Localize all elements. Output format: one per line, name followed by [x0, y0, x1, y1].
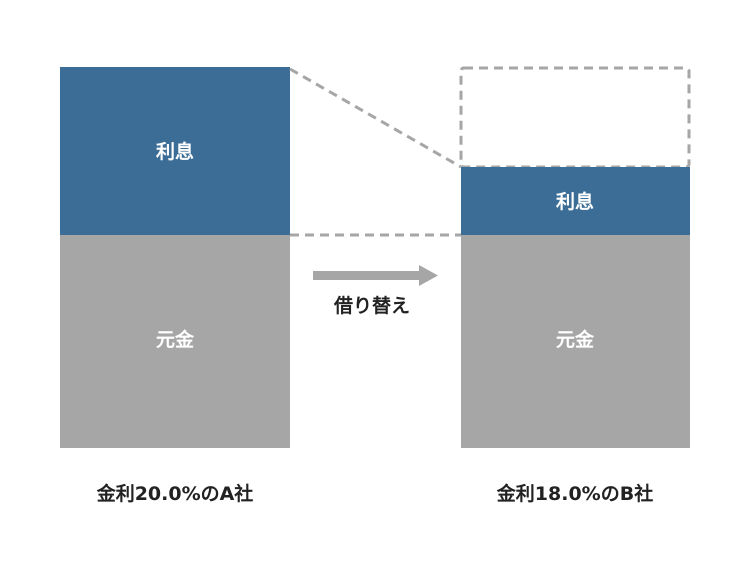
right-caption: 金利18.0%のB社 [496, 482, 653, 505]
left-interest-block [60, 67, 290, 235]
arrow-right-icon [313, 265, 438, 286]
removed-interest-outline [459, 66, 691, 169]
right-interest-label: 利息 [556, 190, 594, 213]
right-principal-block [461, 235, 690, 448]
left-caption: 金利20.0%のA社 [96, 482, 254, 505]
right-principal-label: 元金 [556, 328, 595, 351]
refinance-label: 借り替え [333, 294, 410, 317]
left-stack: 利息 元金 金利20.0%のA社 [60, 67, 290, 505]
top-diagonal-guide [289, 67, 462, 169]
left-principal-label: 元金 [156, 328, 195, 351]
right-stack: 利息 元金 金利18.0%のB社 [461, 167, 690, 505]
left-interest-label: 利息 [156, 140, 194, 163]
right-interest-block [461, 167, 690, 235]
left-principal-block [60, 235, 290, 448]
